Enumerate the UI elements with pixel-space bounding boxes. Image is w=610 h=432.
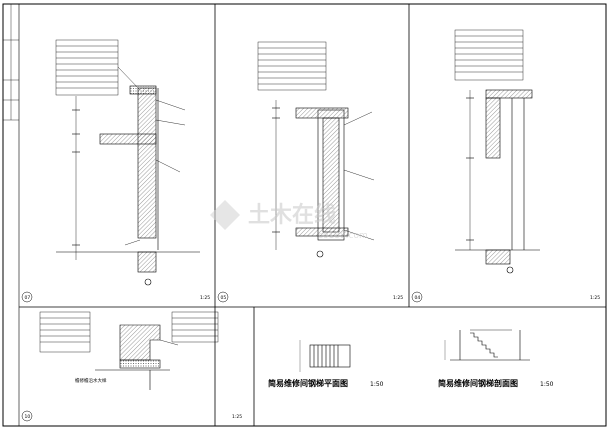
watermark-logo: 土木在线 co188.com [210, 200, 368, 241]
panel-12-caption: 简易维修间钢梯剖面图 [438, 378, 518, 388]
panel-11-scale: 1:50 [370, 381, 384, 388]
panel-07-label: 07 1:25 [21, 291, 210, 303]
panel-11-stair-plan: 简易维修间钢梯平面图 1:50 [268, 340, 384, 388]
panel-12-scale: 1:50 [540, 381, 554, 388]
sheet-border [2, 3, 607, 427]
panel-11-caption: 简易维修间钢梯平面图 [268, 378, 348, 388]
panel-04-label: 04 1:25 [411, 291, 600, 303]
panel-12-stair-section: 简易维修间钢梯剖面图 1:50 [438, 329, 554, 388]
svg-text:05: 05 [221, 295, 227, 301]
svg-text:1:25: 1:25 [232, 414, 242, 420]
note-legend [55, 39, 141, 96]
panel-04-detail: 04 1:25 [411, 29, 600, 303]
binding-strip [3, 4, 20, 426]
panel-05-detail: 05 1:25 [217, 41, 403, 303]
svg-text:07: 07 [25, 295, 31, 301]
svg-text:10: 10 [25, 414, 31, 420]
svg-text:1:25: 1:25 [393, 295, 403, 301]
panel-05-label: 05 1:25 [217, 291, 403, 303]
svg-text:1:25: 1:25 [590, 295, 600, 301]
svg-text:土木在线: 土木在线 [248, 202, 336, 228]
svg-text:co188.com: co188.com [318, 231, 368, 241]
panel-10-caption: 檐修檐沿水大样 [75, 377, 107, 384]
panel-10-label: 10 1:25 [21, 410, 242, 422]
panel-10-detail: 檐修檐沿水大样 10 1:25 [21, 311, 242, 422]
svg-text:04: 04 [415, 295, 421, 301]
svg-text:1:25: 1:25 [200, 295, 210, 301]
panel-07-detail: 07 1:25 [21, 39, 210, 303]
